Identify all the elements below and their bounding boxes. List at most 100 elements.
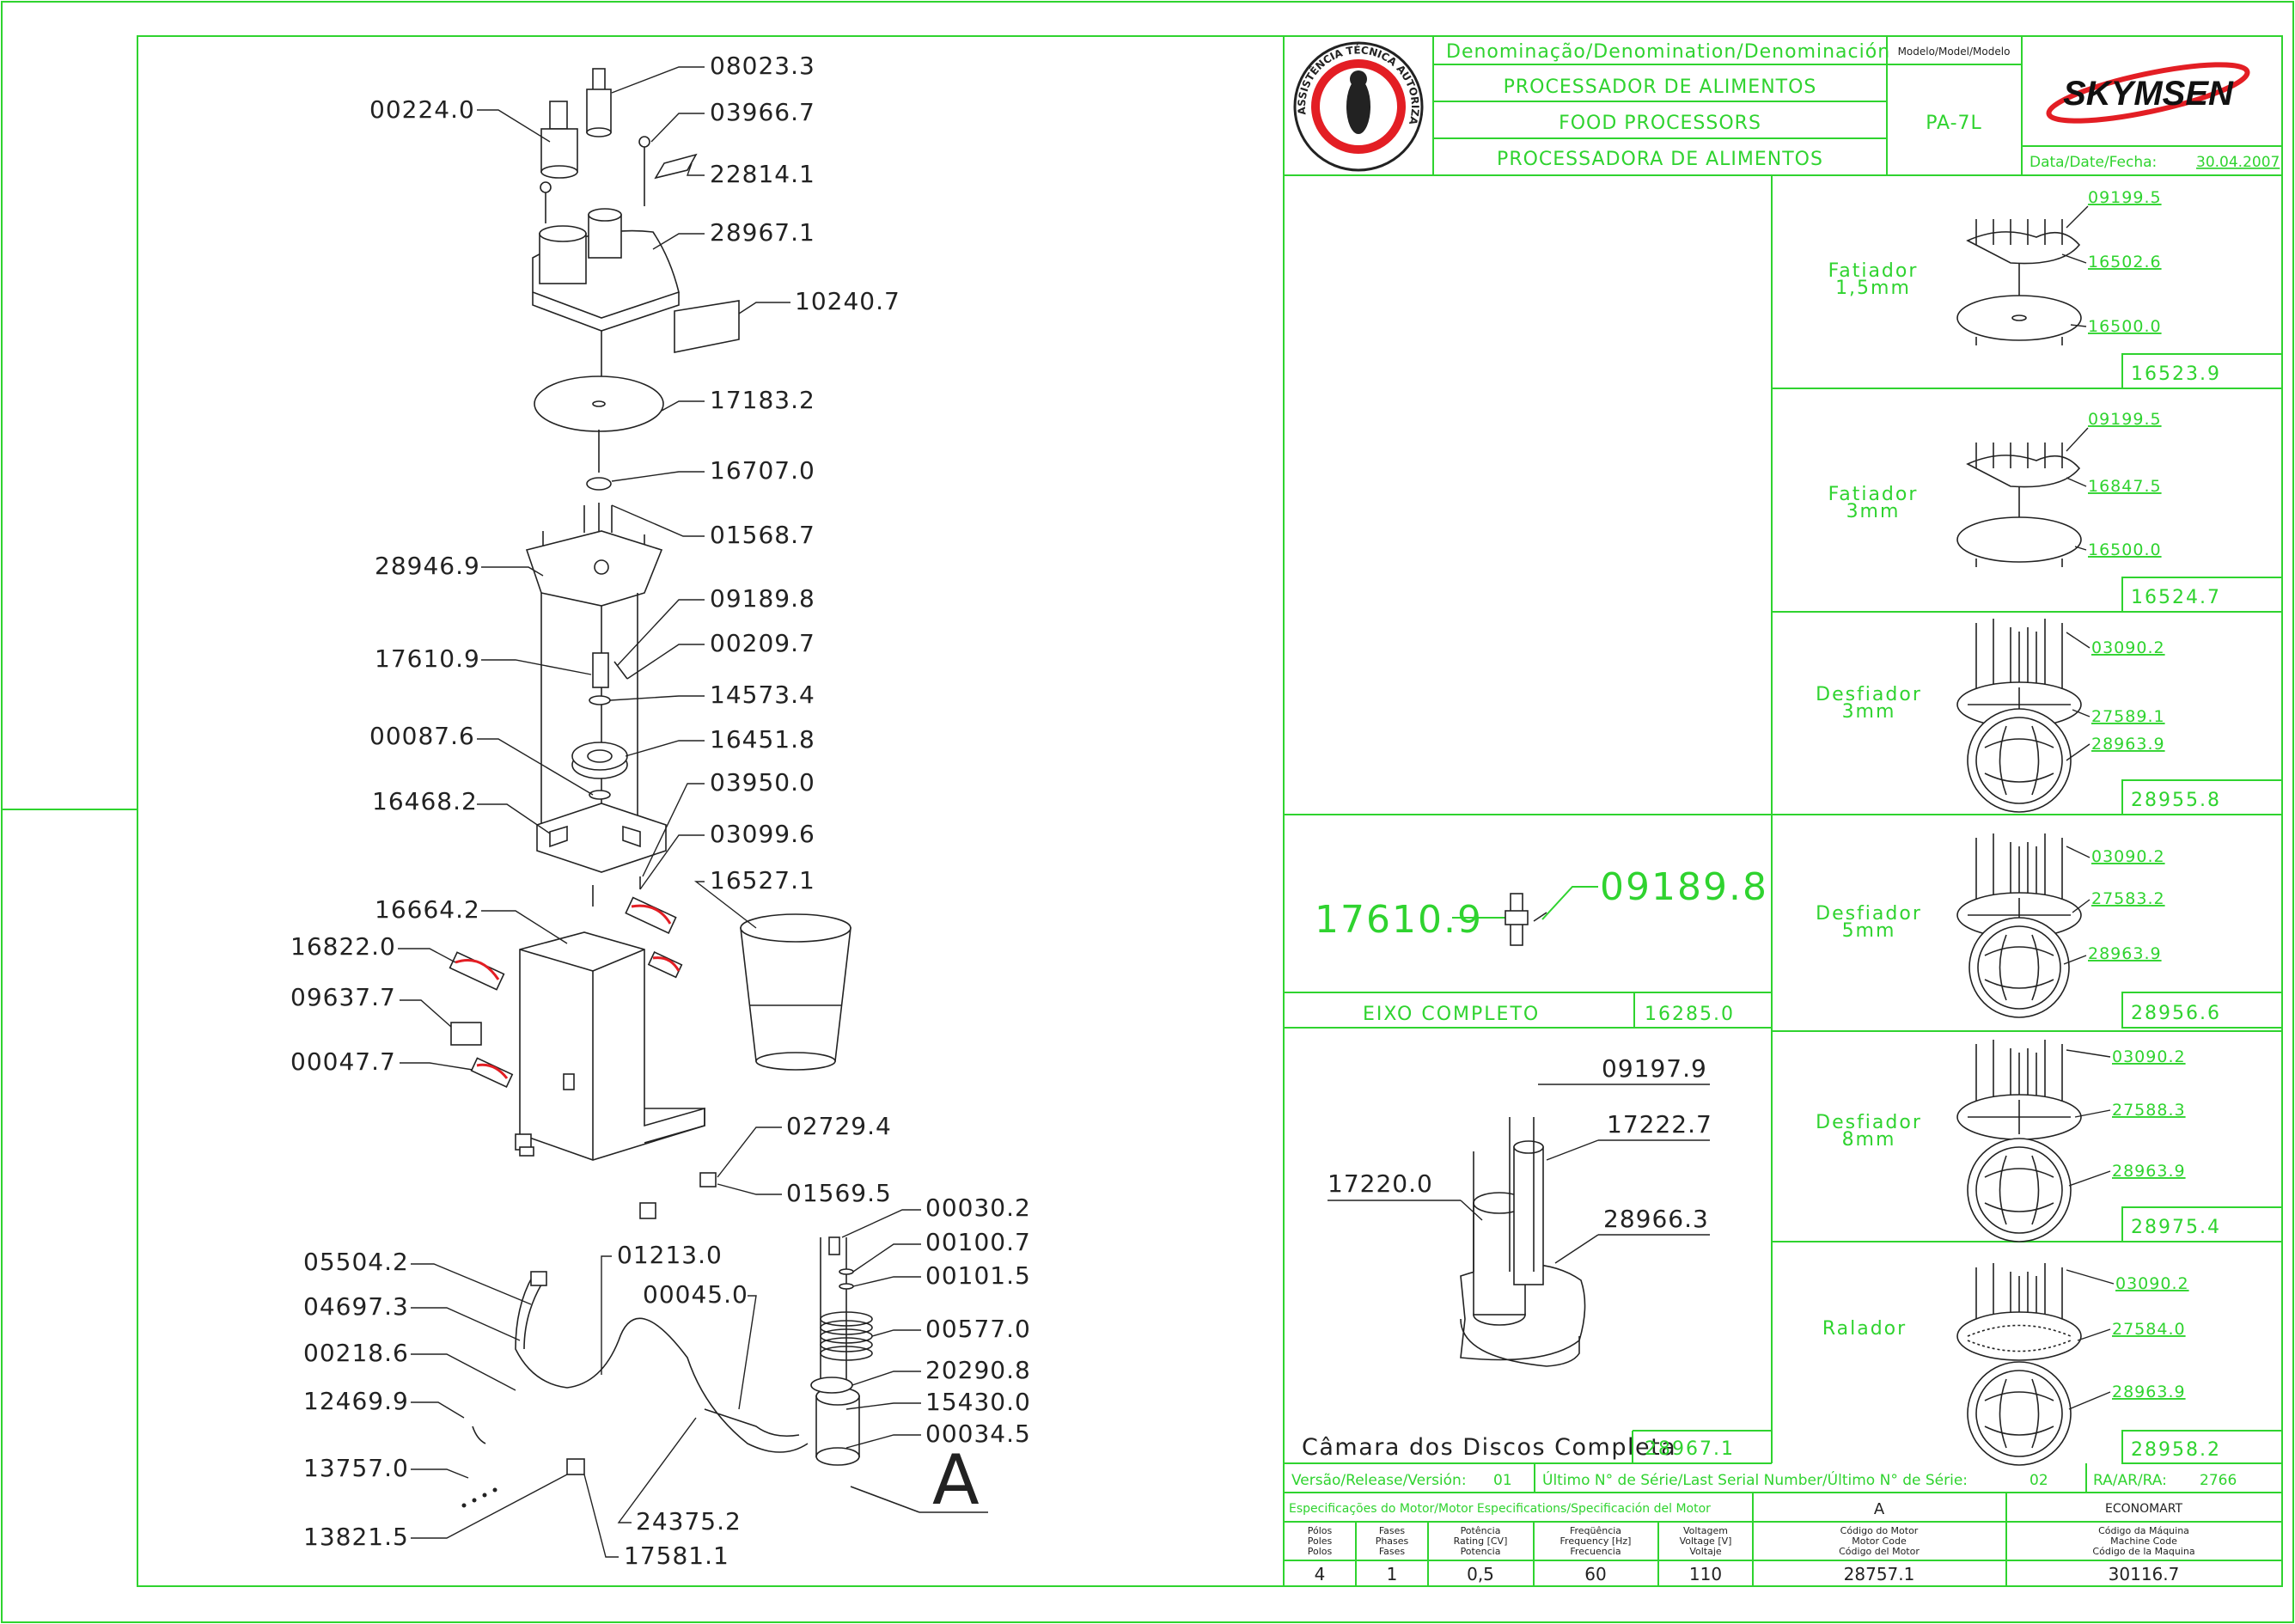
shaft-caption: EIXO COMPLETO [1363,1004,1540,1025]
disc-2-part-1: 27589.1 [2091,707,2165,726]
svg-text:Pólos: Pólos [1308,1525,1333,1536]
svg-text:0,5: 0,5 [1467,1564,1494,1584]
svg-text:Polos: Polos [1308,1546,1333,1557]
disc-4-drawing [1956,1040,2082,1242]
date-label: Data/Date/Fecha: [2029,154,2157,171]
disc-0-size: 1,5mm [1835,278,1911,299]
svg-text:Potencia: Potencia [1461,1546,1501,1557]
disc-4-part-1: 27588.3 [2112,1101,2186,1120]
label-08023-3: 08023.3 [710,52,815,80]
disc-5-part-1: 27584.0 [2112,1320,2186,1339]
serial-value: 02 [2029,1472,2048,1489]
label-16527-1: 16527.1 [710,866,815,894]
model-value: PA-7L [1926,113,1982,134]
label-00030-2: 00030.2 [925,1194,1031,1222]
exploded-view-drawing: A [449,68,988,1520]
svg-text:60: 60 [1584,1564,1606,1584]
disc-2-part-2: 28963.9 [2091,735,2165,754]
disc-row-4: Desfiador 8mm 03090.2 27588.3 28963.9 28… [1816,1040,2283,1242]
variant: A [1874,1500,1885,1518]
disc-5-code: 28958.2 [2131,1439,2221,1461]
label-13821-5: 13821.5 [303,1523,409,1551]
label-05504-2: 05504.2 [303,1248,409,1276]
disc-chamber-panel: 09197.9 17222.7 17220.0 28966.3 Câmara d… [1284,1054,1772,1464]
shaft-assembly-panel: 17610.9 09189.8 EIXO COMPLETO 16285.0 [1284,865,1772,1028]
disc-5-drawing [1956,1263,2082,1466]
label-00101-5: 00101.5 [925,1261,1031,1290]
disc-5-name: Ralador [1822,1318,1907,1340]
left-labels: 00224.0 28946.9 17610.9 00087.6 16468.2 … [290,95,594,1551]
label-02729-4: 02729.4 [786,1112,892,1140]
svg-text:Potência: Potência [1461,1525,1501,1536]
disc-chamber-drawing [1460,1117,1586,1367]
footer-block: Versão/Release/Versión: 01 Último N° de … [1284,1463,2282,1586]
svg-text:Voltaje: Voltaje [1689,1546,1722,1557]
label-17183-2: 17183.2 [710,386,815,414]
view-marker-a: A [932,1440,980,1520]
disc-3-size: 5mm [1842,920,1896,942]
date-value: 30.04.2007 [2196,154,2280,171]
version-value: 01 [1493,1472,1512,1489]
disc-row-0: Fatiador 1,5mm 09199.5 16502.6 16500.0 1… [1828,188,2283,389]
motor-table-values: 4 1 0,5 60 110 28757.1 30116.7 [1315,1564,2180,1584]
disc-3-part-0: 03090.2 [2091,847,2165,866]
disc-4-part-0: 03090.2 [2112,1047,2186,1066]
label-22814-1: 22814.1 [710,160,815,188]
label-01569-5: 01569.5 [786,1179,892,1207]
disc-0-name: Fatiador [1828,260,1919,282]
name-en: FOOD PROCESSORS [1559,113,1761,134]
label-15430-0: 15430.0 [925,1388,1031,1416]
svg-text:Voltage [V]: Voltage [V] [1680,1535,1732,1547]
label-20290-8: 20290.8 [925,1356,1031,1384]
chamber-label-2: 17220.0 [1328,1169,1433,1198]
ra-label: RA/AR/RA: [2093,1472,2167,1489]
label-17581-1: 17581.1 [624,1542,729,1570]
label-13757-0: 13757.0 [303,1454,409,1482]
market: ECONOMART [2105,1502,2182,1516]
disc-3-name: Desfiador [1816,903,1922,925]
disc-1-part-0: 09199.5 [2088,410,2162,429]
disc-2-name: Desfiador [1816,684,1922,705]
label-24375-2: 24375.2 [636,1507,742,1535]
label-04697-3: 04697.3 [303,1292,409,1321]
disc-1-size: 3mm [1846,501,1901,522]
disc-0-drawing [1956,219,2082,345]
label-03950-0: 03950.0 [710,768,815,797]
denomination-header: Denominação/Denomination/Denominación [1446,41,1890,63]
chamber-caption: Câmara dos Discos Completa [1302,1434,1676,1461]
ra-value: 2766 [2200,1472,2237,1489]
chamber-label-1: 17222.7 [1607,1110,1712,1139]
label-09637-7: 09637.7 [290,983,396,1011]
svg-text:Código del Motor: Código del Motor [1839,1546,1920,1557]
model-header: Modelo/Model/Modelo [1898,46,2011,58]
disc-1-code: 16524.7 [2131,587,2221,608]
name-pt: PROCESSADOR DE ALIMENTOS [1504,76,1817,98]
disc-panel-grid [1283,175,2282,1586]
disc-2-size: 3mm [1842,701,1896,723]
disc-1-name: Fatiador [1828,484,1919,505]
label-16707-0: 16707.0 [710,456,815,485]
chamber-label-3: 28966.3 [1603,1205,1709,1233]
label-00209-7: 00209.7 [710,629,815,657]
svg-text:Rating [CV]: Rating [CV] [1454,1535,1508,1547]
disc-0-part-1: 16502.6 [2088,253,2162,272]
label-00100-7: 00100.7 [925,1228,1031,1256]
right-labels: 08023.3 03966.7 22814.1 28967.1 10240.7 … [583,52,1031,1570]
disc-row-5: Ralador 03090.2 27584.0 28963.9 28958.2 [1822,1263,2283,1466]
label-00577-0: 00577.0 [925,1315,1031,1343]
svg-text:4: 4 [1315,1564,1326,1584]
disc-5-part-2: 28963.9 [2112,1383,2186,1401]
disc-3-part-2: 28963.9 [2088,944,2162,963]
svg-text:SKYMSEN: SKYMSEN [2063,75,2234,113]
svg-text:30116.7: 30116.7 [2109,1564,2180,1584]
disc-3-drawing [1956,833,2082,1018]
label-00045-0: 00045.0 [643,1280,748,1309]
label-28967-1: 28967.1 [710,218,815,247]
shaft-right-label: 09189.8 [1600,865,1768,909]
label-16822-0: 16822.0 [290,932,396,961]
svg-text:Machine Code: Machine Code [2110,1535,2177,1547]
disc-row-3: Desfiador 5mm 03090.2 27583.2 28963.9 28… [1816,833,2283,1029]
svg-text:Poles: Poles [1308,1535,1333,1547]
disc-5-part-0: 03090.2 [2115,1274,2189,1293]
